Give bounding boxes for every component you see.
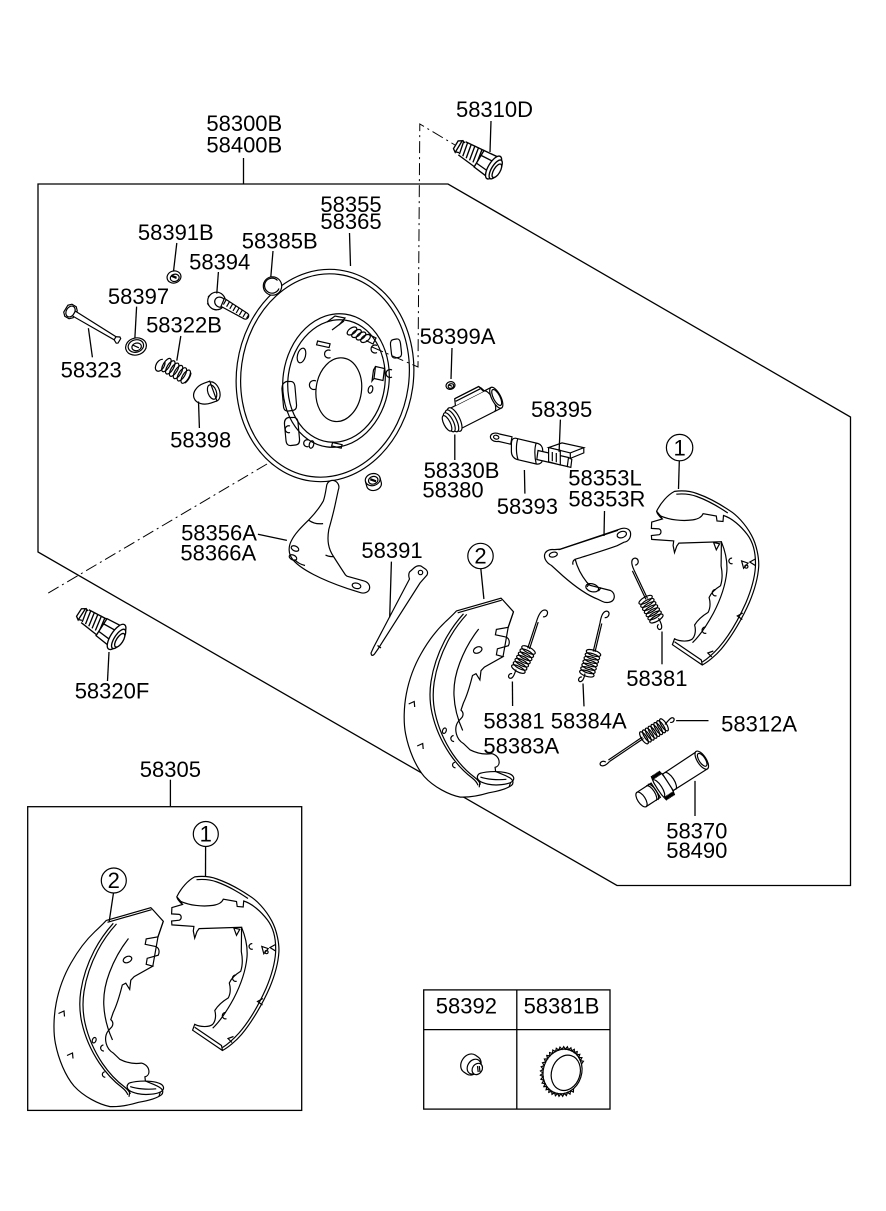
svg-text:2: 2: [108, 868, 120, 893]
svg-text:58392: 58392: [436, 994, 497, 1019]
svg-text:58397: 58397: [108, 284, 169, 309]
svg-text:58353L: 58353L: [568, 466, 641, 491]
svg-text:58391B: 58391B: [138, 220, 214, 245]
svg-text:58366A: 58366A: [180, 541, 256, 566]
svg-text:2: 2: [474, 544, 486, 569]
svg-text:58322B: 58322B: [146, 313, 222, 338]
svg-text:58310D: 58310D: [456, 97, 533, 122]
svg-text:58365: 58365: [320, 209, 381, 234]
svg-text:58370: 58370: [666, 819, 727, 844]
svg-text:58398: 58398: [170, 428, 231, 453]
svg-text:58391: 58391: [361, 538, 422, 563]
svg-text:58400B: 58400B: [206, 133, 282, 158]
svg-text:58381: 58381: [483, 709, 544, 734]
svg-text:58355: 58355: [320, 192, 381, 217]
svg-text:58353R: 58353R: [568, 487, 645, 512]
svg-text:58381B: 58381B: [524, 994, 600, 1019]
svg-text:58394: 58394: [189, 250, 250, 275]
svg-text:58384A: 58384A: [551, 709, 627, 734]
svg-text:1: 1: [673, 436, 685, 461]
svg-text:58330B: 58330B: [424, 458, 500, 483]
svg-text:58385B: 58385B: [242, 229, 318, 254]
svg-text:58312A: 58312A: [721, 712, 797, 737]
svg-text:58399A: 58399A: [420, 324, 496, 349]
svg-text:58383A: 58383A: [483, 734, 559, 759]
svg-text:1: 1: [200, 822, 212, 847]
svg-text:58380: 58380: [422, 478, 483, 503]
svg-text:58320F: 58320F: [75, 679, 150, 704]
svg-text:58305: 58305: [140, 757, 201, 782]
svg-text:58300B: 58300B: [206, 111, 282, 136]
svg-text:58395: 58395: [531, 397, 592, 422]
svg-text:58356A: 58356A: [181, 521, 257, 546]
svg-text:58490: 58490: [666, 838, 727, 863]
svg-text:58381: 58381: [626, 666, 687, 691]
svg-text:58393: 58393: [497, 494, 558, 519]
svg-text:58323: 58323: [61, 358, 122, 383]
